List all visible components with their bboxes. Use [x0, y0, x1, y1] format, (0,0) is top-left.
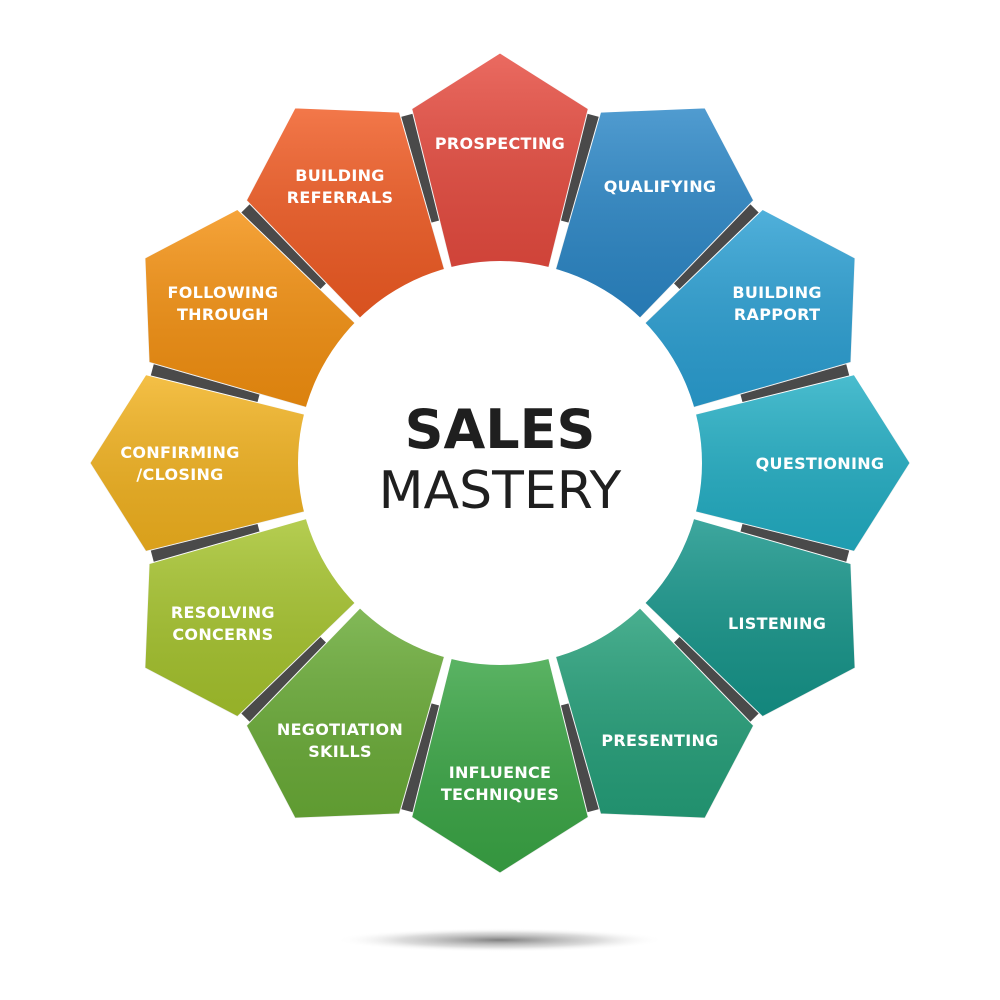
segment-label: BUILDING	[295, 166, 385, 185]
floor-shadow	[335, 928, 665, 952]
segment-sheen	[636, 209, 856, 411]
segment-connector	[240, 635, 328, 723]
center-title: SALES	[405, 398, 596, 461]
center-disc	[298, 261, 702, 665]
segment-0: PROSPECTING	[411, 52, 589, 280]
segment-7: NEGOTIATION SKILLS	[245, 599, 449, 819]
segment-label: RAPPORT	[734, 305, 820, 324]
segment-label: RESOLVING	[171, 603, 275, 622]
segment-label: CONCERNS	[172, 625, 273, 644]
segment-sheen	[552, 599, 754, 819]
segment-sheen	[411, 53, 589, 279]
segment-label: TECHNIQUES	[441, 785, 559, 804]
segment-connector	[739, 363, 850, 405]
segment-label: INFLUENCE	[449, 763, 552, 782]
segment-5: PRESENTING	[551, 599, 755, 819]
segment-connector	[672, 635, 760, 723]
segment-6: INFLUENCE TECHNIQUES	[411, 646, 589, 874]
segment-1: QUALIFYING	[551, 107, 755, 327]
segment-label: /CLOSING	[136, 465, 223, 484]
segment-ring: PROSPECTING QUALIFYING BUILDING RAPPORT QUES…	[89, 52, 911, 874]
segment-sheen	[552, 107, 754, 327]
segment-label: THROUGH	[177, 305, 269, 324]
segment-9: CONFIRMING/CLOSING	[89, 374, 317, 552]
segment-label: FOLLOWING	[168, 283, 279, 302]
segment-label: REFERRALS	[287, 188, 394, 207]
segment-sheen	[144, 515, 364, 717]
segment-connector	[240, 203, 328, 291]
segment-11: BUILDING REFERRALS	[245, 107, 449, 327]
center-subtitle: MASTERY	[379, 461, 622, 521]
segment-label: LISTENING	[728, 614, 826, 633]
segment-8: RESOLVING CONCERNS	[144, 514, 364, 718]
segment-2: BUILDING RAPPORT	[636, 208, 856, 412]
segment-label: PROSPECTING	[435, 134, 565, 153]
segment-4: LISTENING	[636, 514, 856, 718]
segment-sheen	[246, 107, 448, 327]
segment-sheen	[144, 209, 364, 411]
segment-connector	[400, 113, 442, 224]
segment-connector	[558, 702, 600, 813]
segment-label: NEGOTIATION	[277, 720, 403, 739]
segment-10: FOLLOWING THROUGH	[144, 208, 364, 412]
segment-label: BUILDING	[732, 283, 822, 302]
segment-sheen	[636, 515, 856, 717]
segment-label: QUESTIONING	[756, 454, 885, 473]
segment-connector	[558, 113, 600, 224]
segment-label: SKILLS	[308, 742, 372, 761]
segment-connector	[739, 521, 850, 563]
segment-label: CONFIRMING	[120, 443, 239, 462]
segment-sheen	[684, 374, 910, 552]
segment-sheen	[246, 599, 448, 819]
segment-connector	[150, 521, 261, 563]
segment-sheen	[411, 647, 589, 873]
connector-bars	[150, 113, 850, 813]
segment-connector	[150, 363, 261, 405]
segment-label: QUALIFYING	[604, 177, 717, 196]
segment-3: QUESTIONING	[683, 374, 911, 552]
segment-connector	[672, 203, 760, 291]
segment-label: PRESENTING	[601, 731, 718, 750]
segment-sheen	[90, 374, 316, 552]
segment-connector	[400, 702, 442, 813]
